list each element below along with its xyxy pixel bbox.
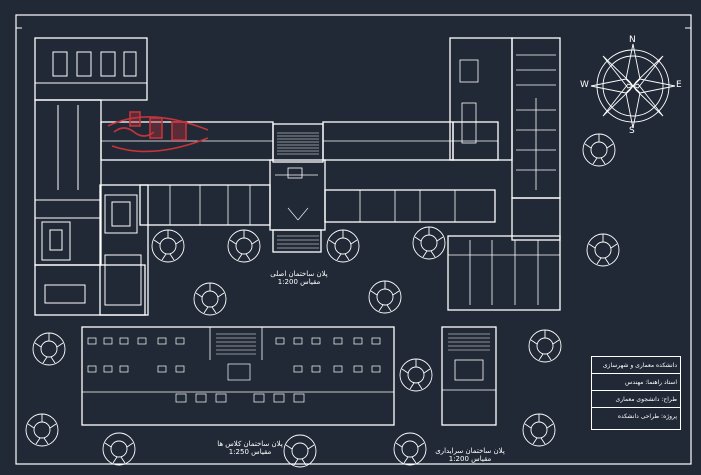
tree-icon [582, 133, 616, 167]
tree-icon [283, 434, 317, 468]
tree-icon [102, 432, 136, 466]
small-plan-label: پلان ساختمان سرایداری مقیاس 1:200 [430, 447, 510, 463]
classroom-building [81, 326, 395, 426]
title-block: دانشکده معماری و شهرسازی استاد راهنما: م… [591, 356, 681, 430]
corridor-partitions [101, 140, 498, 225]
small-building [441, 326, 497, 426]
tree-icon [151, 229, 185, 263]
small-building-stairs [448, 333, 490, 351]
tree-icon [32, 332, 66, 366]
tree-icon [586, 233, 620, 267]
drawing-frame [15, 14, 692, 465]
tree-icon [326, 229, 360, 263]
tree-icon [399, 358, 433, 392]
small-plan-title: پلان ساختمان سرایداری [435, 447, 505, 455]
left-wing-seating [35, 105, 142, 306]
small-plan-scale: مقیاس 1:200 [448, 455, 492, 463]
compass-east: E [676, 80, 682, 90]
tree-icon [193, 282, 227, 316]
main-plan-title: پلان ساختمان اصلی [270, 270, 328, 278]
classroom-plan-title: پلان ساختمان کلاس ها [217, 440, 283, 448]
tree-icon [368, 280, 402, 314]
tree-icon [393, 432, 427, 466]
library-tables [35, 51, 147, 84]
classroom-plan-label: پلان ساختمان کلاس ها مقیاس 1:250 [205, 440, 295, 456]
central-stairs [277, 132, 319, 249]
trees [25, 133, 620, 468]
tree-icon [522, 413, 556, 447]
classroom-stairs [216, 333, 256, 355]
main-building-outline [34, 37, 561, 316]
title-block-row: طراح: دانشجوی معماری [592, 391, 680, 408]
tree-icon [25, 413, 59, 447]
classroom-plan-scale: مقیاس 1:250 [228, 448, 272, 456]
classroom-desks [87, 337, 381, 403]
title-block-row: استاد راهنما: مهندس [592, 374, 680, 391]
compass-icon [590, 43, 676, 129]
title-block-row: دانشکده معماری و شهرسازی [592, 357, 680, 374]
logo-watermark [107, 111, 209, 153]
main-plan-label: پلان ساختمان اصلی مقیاس 1:200 [264, 270, 334, 286]
tree-icon [412, 226, 446, 260]
tree-icon [528, 329, 562, 363]
right-wing-furniture [448, 54, 560, 305]
main-plan-scale: مقیاس 1:200 [277, 278, 321, 286]
compass-south: S [629, 126, 635, 136]
tree-icon [227, 229, 261, 263]
compass-north: N [629, 35, 636, 45]
title-block-row: پروژه: طراحی دانشکده [617, 413, 677, 420]
compass-west: W [580, 80, 589, 90]
